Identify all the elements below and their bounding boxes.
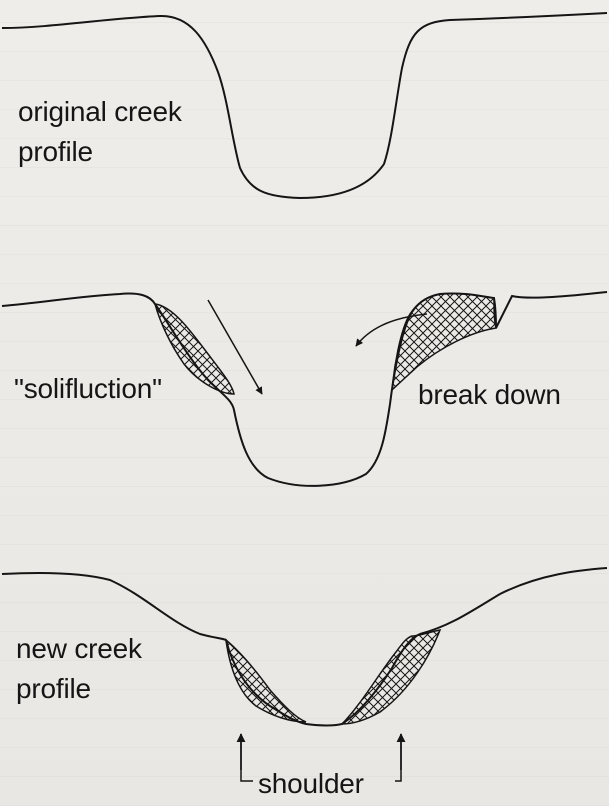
new-profile-label-line1: new creek bbox=[16, 630, 142, 668]
shoulder-label: shoulder bbox=[258, 765, 364, 803]
right-shoulder-mass bbox=[342, 630, 440, 724]
new-profile-label-line2: profile bbox=[16, 670, 91, 708]
left-shoulder-mass bbox=[226, 640, 306, 722]
original-profile-label-line2: profile bbox=[18, 133, 93, 171]
break-down-label: break down bbox=[418, 376, 561, 414]
left-solifluction-mass bbox=[155, 304, 234, 394]
solifluction-label: "solifluction" bbox=[14, 370, 162, 408]
original-profile-label-line1: original creek bbox=[18, 93, 182, 131]
